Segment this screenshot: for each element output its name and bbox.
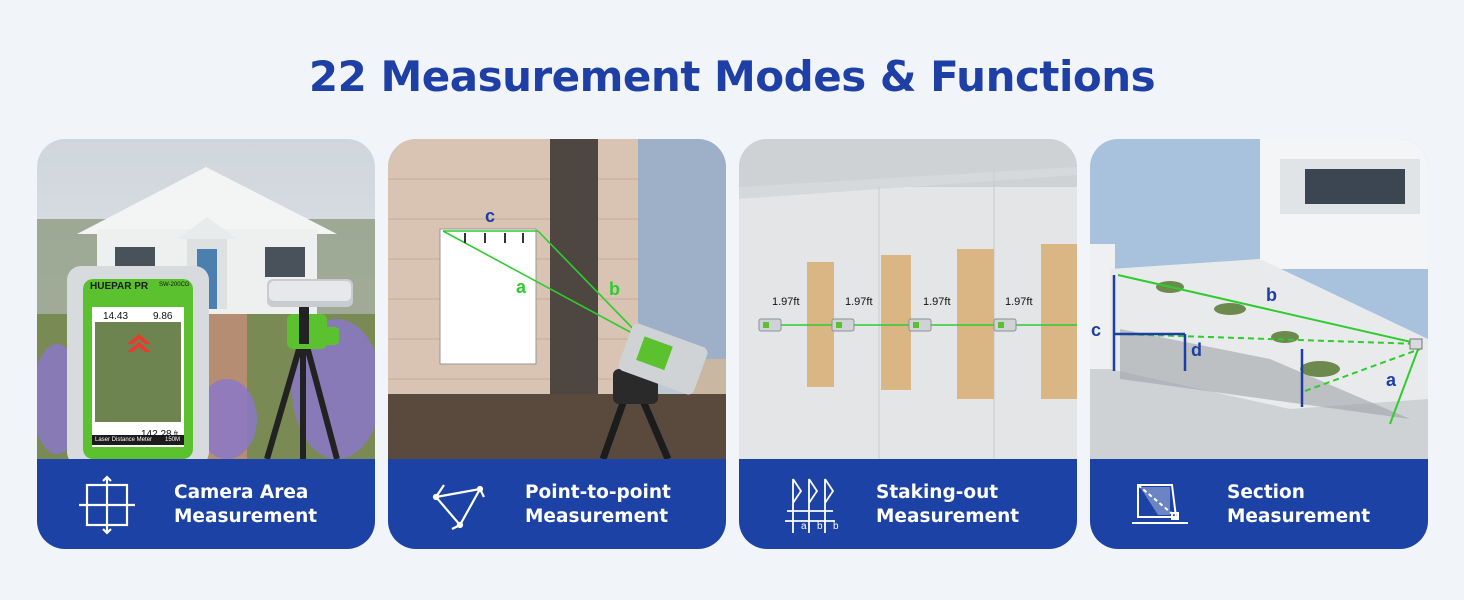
distance-4: 1.97ft bbox=[1005, 296, 1033, 308]
device-unit: ft bbox=[174, 431, 178, 438]
point-to-point-band: Point-to-point Measurement bbox=[388, 459, 726, 549]
staking-out-band: a b b Staking-out Measurement bbox=[739, 459, 1077, 549]
label-c: c bbox=[485, 206, 496, 226]
device-model: SW-200CG bbox=[159, 282, 190, 288]
card-section: b c d a Section Measurement bbox=[1090, 139, 1428, 549]
label-a: a bbox=[516, 277, 527, 297]
device-reading-left: 14.43 bbox=[103, 311, 129, 322]
section-band: Section Measurement bbox=[1090, 459, 1428, 549]
section-photo: b c d a bbox=[1090, 139, 1428, 459]
point-to-point-label: Point-to-point Measurement bbox=[525, 482, 671, 527]
crosshair-grid-icon bbox=[77, 475, 137, 535]
device-caption: Laser Distance Meter bbox=[95, 437, 153, 443]
camera-area-photo: HUEPAR PR SW-200CG 14.43 9.86 142.28 ft … bbox=[37, 139, 375, 459]
device-brand: HUEPAR PR bbox=[90, 281, 149, 292]
label-a: a bbox=[1386, 370, 1397, 390]
icon-letter-b1: b bbox=[817, 521, 823, 532]
camera-area-band: Camera Area Measurement bbox=[37, 459, 375, 549]
device-reading-right: 9.86 bbox=[153, 311, 173, 322]
camera-area-label: Camera Area Measurement bbox=[174, 482, 318, 527]
section-label: Section Measurement bbox=[1227, 482, 1371, 527]
distance-2: 1.97ft bbox=[845, 296, 873, 308]
page-title: 22 Measurement Modes & Functions bbox=[308, 52, 1156, 101]
stakeout-icon bbox=[779, 475, 839, 535]
label-b: b bbox=[1266, 285, 1277, 305]
staking-out-photo: 1.97ft 1.97ft 1.97ft 1.97ft bbox=[739, 139, 1077, 459]
card-camera-area: HUEPAR PR SW-200CG 14.43 9.86 142.28 ft … bbox=[37, 139, 375, 549]
card-point-to-point: c a b Point-to-point Measurement bbox=[388, 139, 726, 549]
distance-3: 1.97ft bbox=[923, 296, 951, 308]
card-staking-out: 1.97ft 1.97ft 1.97ft 1.97ft a b b Stakin… bbox=[739, 139, 1077, 549]
triangle-points-icon bbox=[428, 475, 488, 535]
label-b: b bbox=[609, 279, 620, 299]
label-c: c bbox=[1091, 320, 1102, 340]
point-to-point-photo: c a b bbox=[388, 139, 726, 459]
label-d: d bbox=[1191, 340, 1202, 360]
icon-letter-a: a bbox=[801, 521, 807, 532]
distance-1: 1.97ft bbox=[772, 296, 800, 308]
icon-letter-b2: b bbox=[833, 521, 839, 532]
staking-out-label: Staking-out Measurement bbox=[876, 482, 1020, 527]
device-result: 142.28 bbox=[141, 429, 172, 440]
device-range: 150M bbox=[165, 437, 181, 443]
section-angle-icon bbox=[1130, 475, 1190, 535]
